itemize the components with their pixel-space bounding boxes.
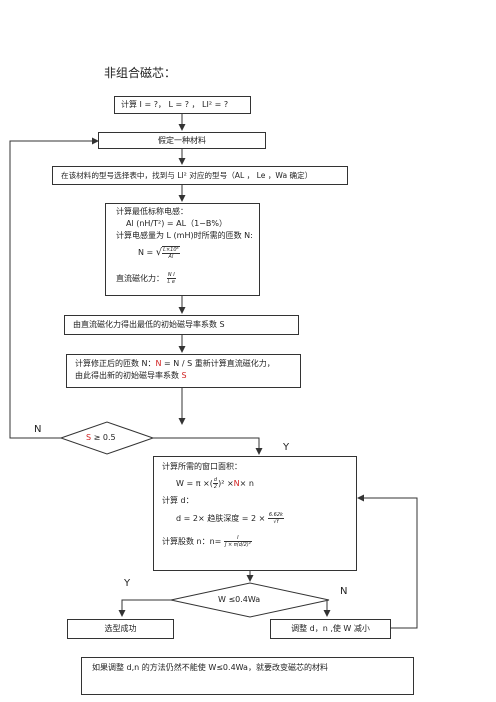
initial-mu-text: 由直流磁化力得出最低的初始磁导率系数 S (73, 320, 225, 329)
n-formula-den: Al (168, 253, 174, 260)
adjust-text: 调整 d，n ,使 W 减小 (291, 624, 370, 633)
decision-s-diamond (59, 421, 155, 455)
h-num: N I (166, 272, 176, 279)
arrow-yes-success (118, 599, 171, 617)
assume-material-text: 假定一种材料 (158, 136, 206, 145)
w-frac-den: 2 (213, 484, 218, 490)
arrow-yes-window (152, 437, 263, 455)
revised-n-red: N (155, 359, 162, 368)
window-formula: W = π ×( d 2 )² ×N× n (162, 473, 356, 495)
success-text: 选型成功 (104, 624, 137, 633)
w-frac-num: d (212, 477, 219, 484)
label-no-right: N (340, 586, 348, 597)
initial-mu-box: 由直流磁化力得出最低的初始磁导率系数 S (64, 315, 299, 335)
calc-input-box: 计算 I = ?， L = ? ， LI² = ? (114, 96, 251, 114)
h-den: L e (167, 279, 175, 285)
revised-s-red: S (181, 371, 187, 380)
n-formula: N = √ L×10⁶ Al (138, 245, 180, 260)
note-text: 如果调整 d,n 的方法仍然不能使 W≤0.4Wa，就要改变磁芯的材料 (92, 663, 328, 672)
d-frac-den: √f (273, 519, 279, 525)
window-area-box: 计算所需的窗口面积： W = π ×( d 2 )² ×N× n 计算 d： d… (153, 456, 357, 571)
w-formula-n: N (233, 479, 240, 488)
revised-line-2: 由此得出新的初始磁导率系数 S (75, 370, 300, 382)
n-formula-num: L×10⁶ (162, 246, 180, 254)
loop-adjust-window (357, 494, 418, 629)
dc-magnetizing-force: 直流磁化力： N I L e (116, 272, 259, 285)
revised-mu-label: 由此得出新的初始磁导率系数 (75, 371, 182, 380)
select-model-box: 在该材料的型号选择表中，找到与 LI² 对应的型号（AL ， Le ，Wa 确定… (52, 166, 348, 185)
label-yes-left: Y (124, 578, 131, 589)
calc-inductance-box: 计算最低标称电感： Al (nH/T²) = AL（1−B%） 计算电感量为 L… (105, 203, 260, 296)
n-label: N = (138, 248, 154, 257)
d-formula-a: d = 2× 趋肤深度 = 2 × (176, 514, 266, 523)
select-model-text: 在该材料的型号选择表中，找到与 LI² 对应的型号（AL ， Le ，Wa 确定… (61, 171, 313, 180)
revised-turns-box: 计算修正后的匝数 N：N = N / S 重新计算直流磁化力， 由此得出新的初始… (66, 354, 301, 388)
w-formula-c: × n (239, 479, 254, 488)
assume-material-box: 假定一种材料 (98, 132, 266, 149)
n-frac-num: I (223, 535, 252, 542)
revised-formula: = N / S 重新计算直流磁化力， (161, 359, 275, 368)
label-no-left: N (34, 424, 42, 435)
revised-line-1: 计算修正后的匝数 N：N = N / S 重新计算直流磁化力， (75, 358, 300, 370)
d-frac-num: 6.62k (267, 512, 284, 519)
page-title: 非组合磁芯： (104, 66, 177, 80)
w-formula-b: )² × (218, 479, 234, 488)
decision-s-var: S (86, 433, 92, 442)
decision-s-cond: ≥ 0.5 (91, 433, 116, 442)
loop-back-n (9, 137, 99, 439)
decision-s-label: S ≥ 0.5 (86, 432, 116, 444)
strands-formula: 计算股数 n：n= I J × π(d/2)² (162, 531, 356, 553)
decision-w-label: W ≤0.4Wa (218, 595, 261, 604)
revised-label: 计算修正后的匝数 N： (75, 359, 156, 368)
w-formula-a: W = π ×( (176, 479, 213, 488)
success-box: 选型成功 (67, 619, 174, 639)
dc-force-label: 直流磁化力： (116, 274, 164, 283)
window-title: 计算所需的窗口面积： (162, 462, 242, 471)
calc-turns-label: 计算电感量为 L (mH)时所需的匝数 N: (116, 231, 253, 240)
strands-label: 计算股数 n：n= (162, 537, 222, 546)
calc-min-inductance: 计算最低标称电感： (116, 207, 188, 216)
decision-w-diamond (170, 582, 330, 618)
adjust-box: 调整 d，n ,使 W 减小 (270, 619, 391, 639)
calc-input-text: 计算 I = ?， L = ? ， LI² = ? (121, 100, 229, 109)
d-formula: d = 2× 趋肤深度 = 2 × 6.62k √f (162, 507, 356, 531)
note-box: 如果调整 d,n 的方法仍然不能使 W≤0.4Wa，就要改变磁芯的材料 (81, 657, 414, 695)
al-formula: Al (nH/T²) = AL（1−B%） (126, 219, 227, 228)
n-frac-den: J × π(d/2)² (224, 542, 251, 548)
label-yes-right: Y (283, 442, 290, 453)
calc-d-label: 计算 d： (162, 496, 194, 505)
